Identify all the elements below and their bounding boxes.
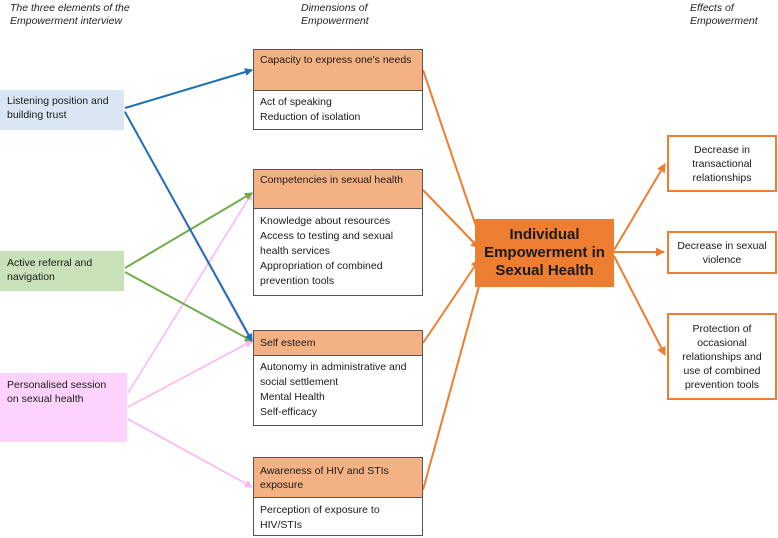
dimension-title: Capacity to express one's needs bbox=[254, 50, 422, 91]
dimension-item: Appropriation of combined prevention too… bbox=[260, 260, 383, 287]
arrow-self-esteem-to-center bbox=[422, 259, 480, 344]
arrow-pink-to-self-esteem bbox=[127, 340, 253, 408]
dimension-items: Perception of exposure to HIV/STIs bbox=[254, 498, 422, 537]
center-label: Individual Empowerment in Sexual Health bbox=[484, 226, 605, 279]
element-personalised-session: Personalised session on sexual health bbox=[0, 373, 127, 442]
element-listening-position: Listening position and building trust bbox=[0, 90, 124, 130]
header-elements: The three elements of the Empowerment in… bbox=[10, 2, 130, 27]
dimension-capacity: Capacity to express one's needs Act of s… bbox=[253, 49, 423, 130]
arrow-center-to-effect-3 bbox=[613, 255, 666, 356]
dimension-item: Self-efficacy bbox=[260, 406, 317, 418]
element-label: Personalised session on sexual health bbox=[7, 379, 107, 405]
dimension-item: Act of speaking bbox=[260, 96, 332, 108]
dimension-item: Perception of exposure to HIV/STIs bbox=[260, 504, 380, 531]
arrow-competencies-to-center bbox=[422, 189, 480, 249]
element-active-referral: Active referral and navigation bbox=[0, 251, 124, 291]
dimension-item: Access to testing and sexual health serv… bbox=[260, 230, 394, 257]
dimension-items: Knowledge about resources Access to test… bbox=[254, 209, 422, 293]
element-label: Active referral and navigation bbox=[7, 257, 93, 283]
arrow-awareness-to-center bbox=[422, 267, 487, 491]
effect-label: Decrease in transactional relationships bbox=[692, 143, 752, 184]
arrow-capacity-to-center bbox=[422, 69, 484, 245]
effect-label: Protection of occasional relationships a… bbox=[682, 322, 762, 391]
arrow-green-to-competencies bbox=[124, 192, 253, 269]
dimension-item: Autonomy in administrative and social se… bbox=[260, 361, 407, 388]
effect-transactional: Decrease in transactional relationships bbox=[667, 135, 777, 192]
arrow-pink-to-competencies bbox=[127, 192, 253, 394]
arrow-green-to-self-esteem bbox=[124, 271, 253, 342]
center-individual-empowerment: Individual Empowerment in Sexual Health bbox=[475, 219, 614, 287]
dimension-items: Autonomy in administrative and social se… bbox=[254, 356, 422, 424]
dimension-title: Competencies in sexual health bbox=[254, 170, 422, 209]
arrow-blue-to-capacity bbox=[124, 68, 253, 109]
effect-sexual-violence: Decrease in sexual violence bbox=[667, 231, 777, 274]
dimension-item: Knowledge about resources bbox=[260, 215, 391, 227]
dimension-title: Awareness of HIV and STIs exposure bbox=[254, 458, 422, 498]
dimension-awareness: Awareness of HIV and STIs exposure Perce… bbox=[253, 457, 423, 536]
element-label: Listening position and building trust bbox=[7, 95, 109, 121]
arrow-pink-to-awareness bbox=[127, 418, 253, 488]
dimension-competencies: Competencies in sexual health Knowledge … bbox=[253, 169, 423, 296]
dimension-item: Mental Health bbox=[260, 391, 325, 403]
arrow-blue-to-self-esteem bbox=[124, 111, 253, 342]
effect-protection: Protection of occasional relationships a… bbox=[667, 313, 777, 400]
dimension-item: Reduction of isolation bbox=[260, 111, 361, 123]
dimension-items: Act of speaking Reduction of isolation bbox=[254, 91, 422, 129]
dimension-self-esteem: Self esteem Autonomy in administrative a… bbox=[253, 330, 423, 426]
effect-label: Decrease in sexual violence bbox=[677, 239, 767, 266]
header-effects: Effects of Empowerment bbox=[690, 2, 758, 27]
arrow-center-to-effect-1 bbox=[613, 163, 666, 251]
dimension-title: Self esteem bbox=[254, 331, 422, 356]
header-dimensions: Dimensions of Empowerment bbox=[301, 2, 369, 27]
